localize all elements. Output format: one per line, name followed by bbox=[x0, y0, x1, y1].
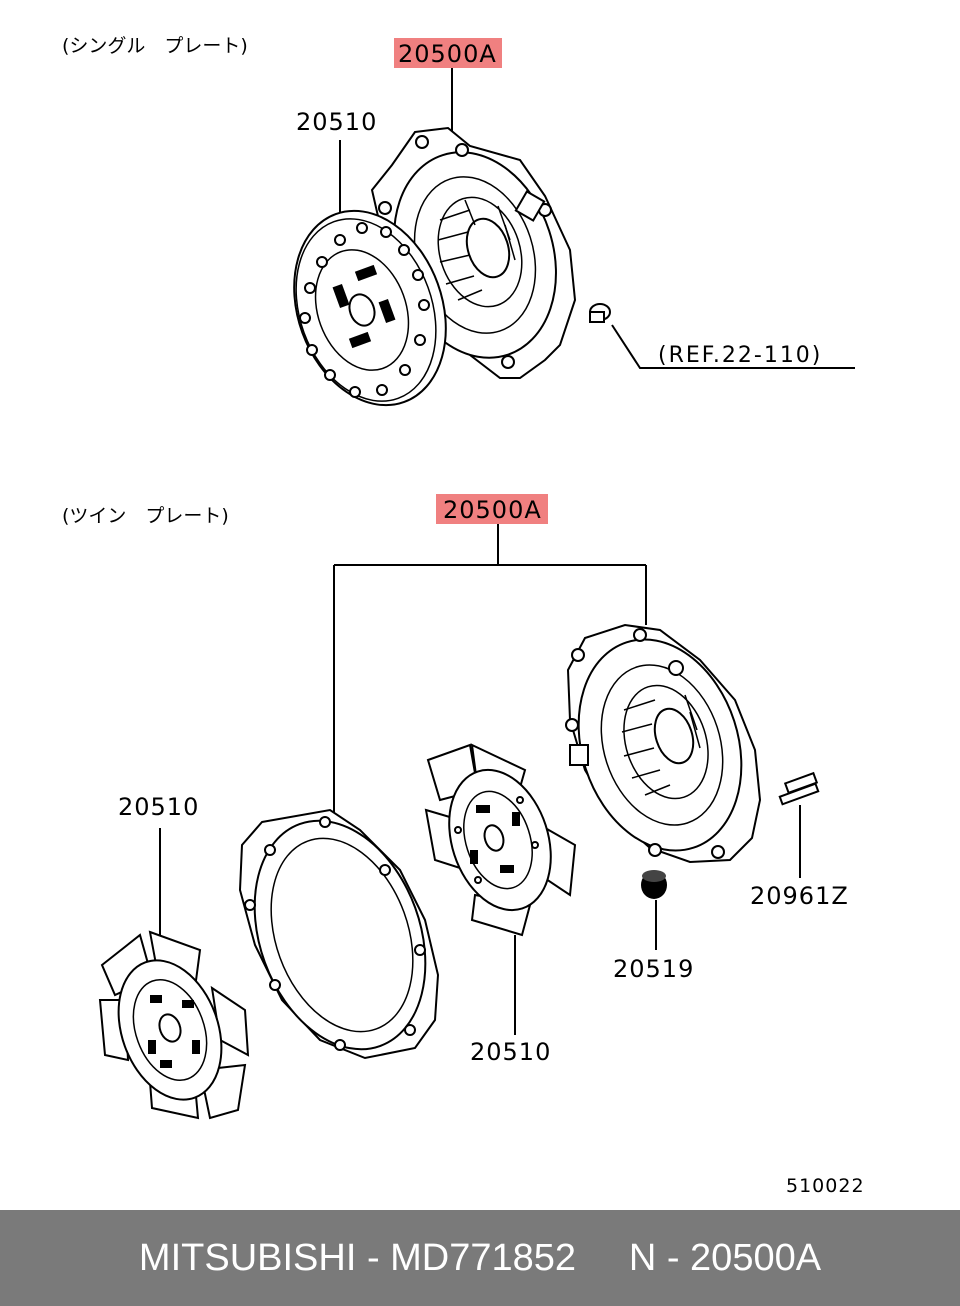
highlight-box-twin bbox=[436, 494, 548, 524]
parts-diagram: (シングル プレート) 20500A 20510 bbox=[62, 35, 865, 1197]
part-label-20519[interactable]: 20519 bbox=[613, 955, 694, 983]
part-label-20510-left[interactable]: 20510 bbox=[118, 793, 199, 821]
footer-bar: MITSUBISHI - MD771852 N - 20500A bbox=[0, 1210, 960, 1306]
footer-part-number: MITSUBISHI - MD771852 N - 20500A bbox=[138, 1236, 822, 1279]
part-label-20510-mid[interactable]: 20510 bbox=[470, 1038, 551, 1066]
section-title-single: (シングル プレート) bbox=[62, 35, 248, 57]
section-title-twin: (ツイン プレート) bbox=[62, 505, 229, 527]
bracket-leader-20500A-twin bbox=[333, 524, 647, 815]
intermediate-plate-twin[interactable] bbox=[224, 797, 455, 1073]
ref-label-22-110[interactable]: (REF.22-110) bbox=[658, 343, 822, 368]
part-label-20500A-top[interactable]: 20500A bbox=[398, 40, 497, 68]
clutch-disc-twin-middle[interactable] bbox=[424, 743, 577, 937]
bolt-ref-22-110[interactable] bbox=[589, 303, 611, 323]
bearing-20519[interactable] bbox=[641, 870, 667, 899]
highlight-box-top bbox=[394, 38, 502, 68]
pressure-plate-twin[interactable] bbox=[552, 618, 767, 872]
clutch-disc-single[interactable] bbox=[268, 189, 472, 426]
diagram-code: 510022 bbox=[786, 1175, 865, 1197]
part-label-20510-top[interactable]: 20510 bbox=[296, 108, 377, 136]
part-label-20961Z[interactable]: 20961Z bbox=[750, 882, 849, 910]
clutch-disc-twin-left[interactable] bbox=[98, 930, 250, 1120]
part-label-20500A-twin[interactable]: 20500A bbox=[443, 496, 542, 524]
bolt-20961Z[interactable] bbox=[778, 771, 820, 806]
leader-line-ref bbox=[611, 324, 855, 369]
